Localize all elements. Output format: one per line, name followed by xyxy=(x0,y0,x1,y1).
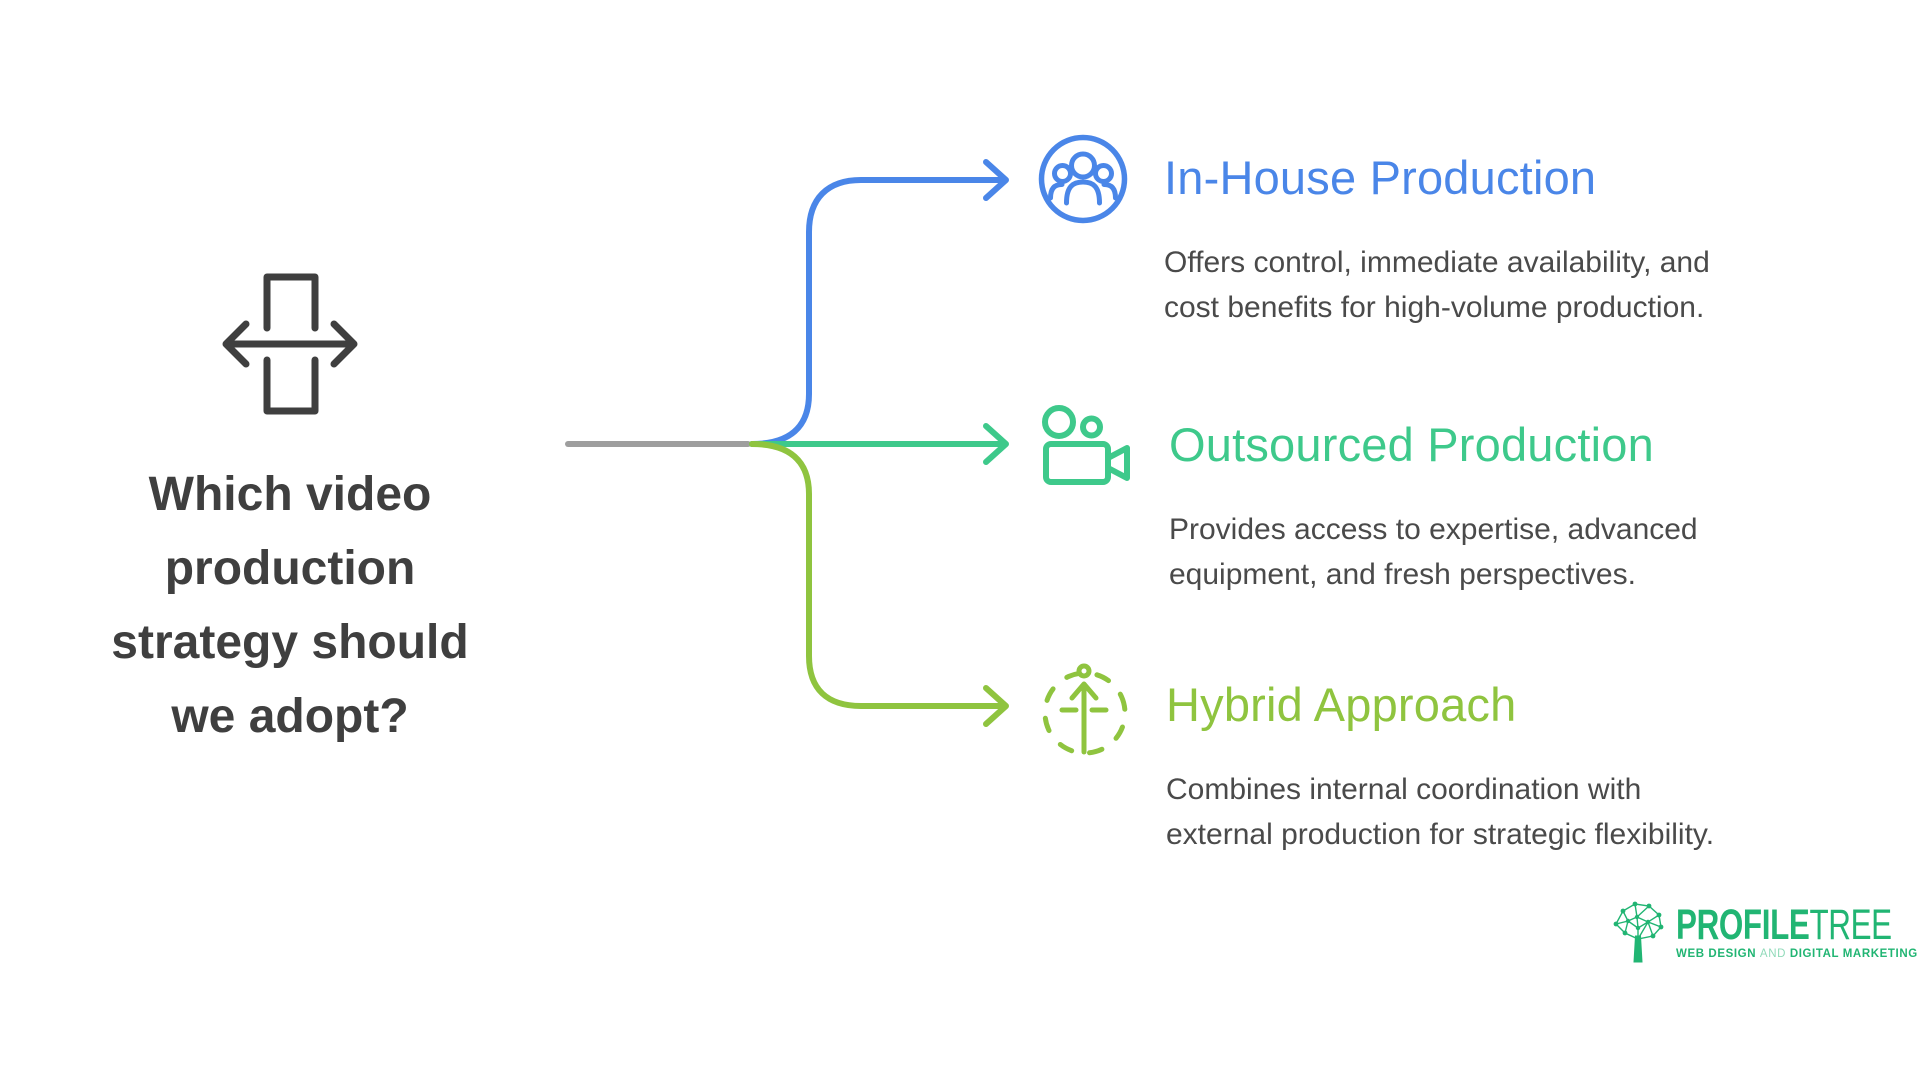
option-hybrid-description: Combines internal coordination with exte… xyxy=(1166,773,1715,851)
profiletree-logo: PROFILETREE WEB DESIGN AND DIGITAL MARKE… xyxy=(1608,898,1920,964)
tree-logo-icon xyxy=(1613,901,1664,963)
logo-brand-primary: PROFILE xyxy=(1676,901,1810,949)
logo-tagline: WEB DESIGN AND DIGITAL MARKETING xyxy=(1676,948,1920,960)
branch-arrow-outsourced xyxy=(749,423,1009,465)
logo-tagline-left: WEB DESIGN xyxy=(1676,948,1757,960)
option-hybrid: Hybrid Approach Combines internal coordi… xyxy=(1038,659,1714,857)
person-flexibility-icon xyxy=(1042,663,1128,756)
option-in-house-description: Offers control, immediate availability, … xyxy=(1164,246,1710,324)
option-hybrid-title: Hybrid Approach xyxy=(1166,678,1517,731)
option-outsourced-description: Provides access to expertise, advanced e… xyxy=(1169,513,1698,591)
branch-arrow-hybrid xyxy=(749,441,1009,727)
logo-tagline-right: DIGITAL MARKETING xyxy=(1789,948,1918,960)
option-in-house-title: In-House Production xyxy=(1164,151,1597,204)
option-in-house: In-House Production Offers control, imme… xyxy=(1038,134,1710,330)
option-outsourced-title: Outsourced Production xyxy=(1169,418,1654,471)
team-people-icon xyxy=(1038,134,1128,224)
option-outsourced: Outsourced Production Provides access to… xyxy=(1038,399,1698,597)
logo-texts: PROFILETREE WEB DESIGN AND DIGITAL MARKE… xyxy=(1676,898,1920,961)
question-title: Which video production strategy should w… xyxy=(111,468,469,743)
logo-brand-secondary: TREE xyxy=(1809,901,1892,949)
option-in-house-texts: In-House Production Offers control, imme… xyxy=(1164,134,1710,330)
logo-tagline-and: AND xyxy=(1759,948,1787,960)
option-outsourced-texts: Outsourced Production Provides access to… xyxy=(1169,399,1698,597)
video-camera-icon xyxy=(1042,405,1130,485)
branch-arrow-in-house xyxy=(749,159,1009,447)
question-block: Which video production strategy should w… xyxy=(70,264,510,754)
option-hybrid-texts: Hybrid Approach Combines internal coordi… xyxy=(1166,659,1714,857)
logo-brand-name: PROFILETREE xyxy=(1676,904,1892,947)
decision-arrows-icon xyxy=(222,273,358,415)
